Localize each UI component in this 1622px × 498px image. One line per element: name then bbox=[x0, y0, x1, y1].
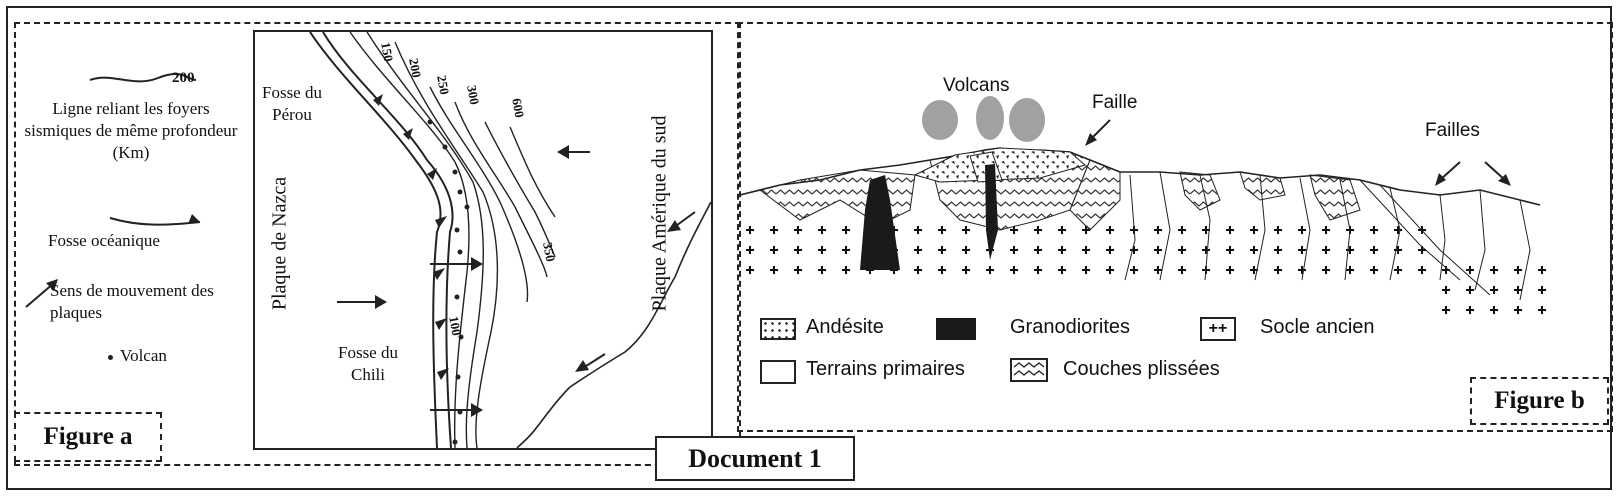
plaque-amerique-label: Plaque Amérique du sud bbox=[648, 115, 671, 312]
depth-label-200: 200 bbox=[406, 57, 425, 79]
failles-label: Failles bbox=[1425, 120, 1480, 141]
trench-legend-symbol bbox=[109, 214, 201, 226]
terrains-legend-text: Terrains primaires bbox=[806, 358, 965, 380]
figure-a-tag: Figure a bbox=[14, 412, 162, 462]
geologic-cross-section bbox=[740, 96, 1560, 320]
figure-b-tag: Figure b bbox=[1470, 377, 1609, 425]
andesite-swatch bbox=[760, 318, 796, 340]
faille-label: Faille bbox=[1092, 92, 1138, 113]
granodiorites-swatch bbox=[936, 318, 976, 340]
couches-legend-text: Couches plissées bbox=[1063, 358, 1220, 380]
terrains-swatch bbox=[760, 360, 796, 384]
volcano-legend-text: Volcan bbox=[120, 346, 167, 365]
plaque-nazca-label: Plaque de Nazca bbox=[268, 176, 291, 311]
andesite-legend-text: Andésite bbox=[806, 316, 884, 338]
movement-arrow-icon bbox=[25, 279, 58, 308]
depth-label-350: 350 bbox=[540, 241, 559, 263]
isoline-legend-text: Ligne reliant les foyers sismiques de mê… bbox=[24, 99, 238, 162]
volcano-dot-icon bbox=[108, 355, 113, 360]
depth-label-300: 300 bbox=[464, 84, 483, 106]
subduction-map: Fosse du Pérou Fosse du Chili Plaque de … bbox=[253, 30, 713, 450]
depth-label-250: 250 bbox=[434, 74, 453, 96]
couches-swatch bbox=[1010, 358, 1048, 382]
granodiorites-legend-text: Granodiorites bbox=[1010, 316, 1131, 338]
depth-label-150: 150 bbox=[378, 41, 397, 63]
isoline-legend-symbol bbox=[89, 73, 197, 83]
socle-swatch: ++ bbox=[1200, 317, 1236, 341]
figure-b-frame bbox=[737, 22, 1613, 432]
trench-legend-text: Fosse océanique bbox=[48, 231, 160, 250]
movement-legend-text: Sens de mouvement des plaques bbox=[50, 281, 214, 322]
socle-legend-text: Socle ancien bbox=[1260, 316, 1375, 338]
document-label: Document 1 bbox=[655, 436, 855, 481]
fosse-perou-label: Fosse du Pérou bbox=[262, 83, 322, 124]
depth-label-600: 600 bbox=[509, 97, 528, 119]
volcans-label: Volcans bbox=[943, 75, 1010, 96]
map-drawing bbox=[309, 32, 711, 448]
depth-label-100: 100 bbox=[446, 315, 465, 337]
isoline-legend-value: 200 bbox=[172, 70, 195, 86]
fosse-chili-label: Fosse du Chili bbox=[338, 343, 398, 384]
